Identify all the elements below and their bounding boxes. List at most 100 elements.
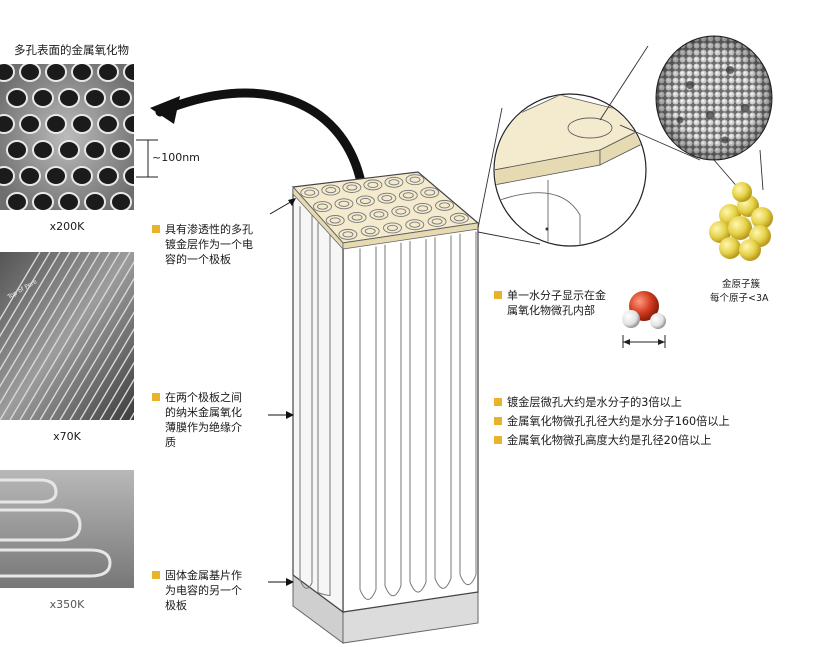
pore-channels <box>0 252 134 420</box>
pore <box>58 140 80 160</box>
magnification-label: x350K <box>49 598 85 611</box>
magnification-label: x70K <box>53 430 81 443</box>
pore <box>0 64 15 82</box>
channel-line <box>19 252 121 420</box>
gold-atom-cluster <box>709 182 773 261</box>
top-pore-inner <box>359 197 371 205</box>
sem-image-pore-bottoms <box>0 470 134 588</box>
bullet-icon <box>494 436 502 444</box>
top-pore-inner <box>409 221 421 228</box>
callout-water-molecule: 单一水分子显示在金 属氧化物微孔内部 <box>494 288 634 318</box>
top-pore-inner <box>373 211 385 218</box>
top-pore-inner <box>453 215 465 222</box>
top-pore <box>384 176 404 188</box>
cluster-subtitle: 每个原子<3A <box>710 293 769 304</box>
arrow-head <box>150 96 180 124</box>
channel-line <box>99 361 134 420</box>
bullet-icon <box>152 225 160 233</box>
channel-line <box>69 311 134 420</box>
top-pore-inner <box>381 195 393 202</box>
top-pore <box>355 195 375 207</box>
pore <box>45 166 67 186</box>
pore <box>19 64 41 82</box>
pore <box>32 88 54 108</box>
pore <box>19 114 41 134</box>
magnification-label: x200K <box>49 220 85 233</box>
fact-item: 金属氧化物微孔孔径大约是水分子160倍以上 <box>494 413 794 429</box>
top-pore-inner <box>338 200 350 207</box>
top-pore <box>363 179 383 191</box>
channel-line <box>89 344 134 420</box>
pore <box>0 166 15 186</box>
top-pore-inner <box>402 192 414 199</box>
channel-line <box>109 378 134 420</box>
honeycomb-pores <box>0 64 134 210</box>
bullet-icon <box>494 291 502 299</box>
bullet-icon <box>494 417 502 425</box>
channel-line <box>0 252 101 420</box>
top-pore <box>405 174 425 186</box>
top-pore <box>377 192 397 204</box>
pore-channel <box>459 231 477 586</box>
sem-image-cross-section: Top of Pore <box>0 252 134 420</box>
pore <box>71 114 93 134</box>
pore <box>110 192 132 210</box>
top-pore <box>449 212 469 224</box>
top-pore-inner <box>439 202 451 209</box>
top-pore <box>325 215 345 226</box>
pore-channel <box>299 206 313 589</box>
sem-image-honeycomb <box>0 64 134 210</box>
pore-channel <box>317 222 331 597</box>
pore <box>97 166 119 186</box>
top-pore-inner <box>409 176 421 183</box>
top-pore-inner <box>388 179 400 186</box>
channel-line <box>0 252 61 355</box>
pore <box>45 114 67 134</box>
bullet-icon <box>152 393 160 401</box>
pore <box>6 88 28 108</box>
pore <box>71 166 93 186</box>
pore <box>0 114 15 134</box>
channel-line <box>0 252 91 405</box>
fact-item: 镀金层微孔大约是水分子的3倍以上 <box>494 394 794 410</box>
top-pore <box>300 187 320 199</box>
top-pore-inner <box>304 189 316 196</box>
water-molecule <box>622 291 666 348</box>
top-pore-inner <box>387 224 398 231</box>
pore <box>123 64 134 82</box>
pore-channel <box>409 239 427 593</box>
top-pore-inner <box>342 231 354 238</box>
pore <box>45 64 67 82</box>
top-pore-inner <box>424 189 436 196</box>
top-pore <box>360 225 380 237</box>
pore <box>97 114 119 134</box>
pore <box>110 88 132 108</box>
pore <box>110 140 132 160</box>
fact-item: 金属氧化物微孔高度大约是孔径20倍以上 <box>494 432 794 448</box>
bullet-icon <box>152 571 160 579</box>
pore <box>123 166 134 186</box>
figure-title: 多孔表面的金属氧化物 <box>14 43 129 57</box>
channel-line <box>59 294 134 420</box>
pore <box>19 166 41 186</box>
top-pore-inner <box>417 205 429 212</box>
zoom-circle-atoms <box>655 35 773 161</box>
top-pore <box>398 189 418 201</box>
top-pore <box>342 182 362 193</box>
zoom-circle-pore <box>493 93 647 247</box>
pore <box>84 88 106 108</box>
pore <box>84 192 106 210</box>
top-pore-inner <box>431 218 443 225</box>
callout-dielectric: 在两个极板之间 的纳米金属氧化 薄膜作为绝缘介 质 <box>152 390 264 450</box>
curved-arrow <box>155 88 365 183</box>
cluster-title: 金原子簇 <box>722 279 761 290</box>
top-pore <box>435 199 455 211</box>
top-pore <box>347 212 367 223</box>
pore-channel <box>434 235 452 589</box>
top-pore <box>334 198 354 210</box>
channel-line <box>39 260 134 420</box>
pore-channel <box>384 242 402 597</box>
channel-line <box>0 252 41 321</box>
facts-list: 镀金层微孔大约是水分子的3倍以上 金属氧化物微孔孔径大约是水分子160倍以上 金… <box>494 394 794 451</box>
channel-line <box>0 252 71 371</box>
